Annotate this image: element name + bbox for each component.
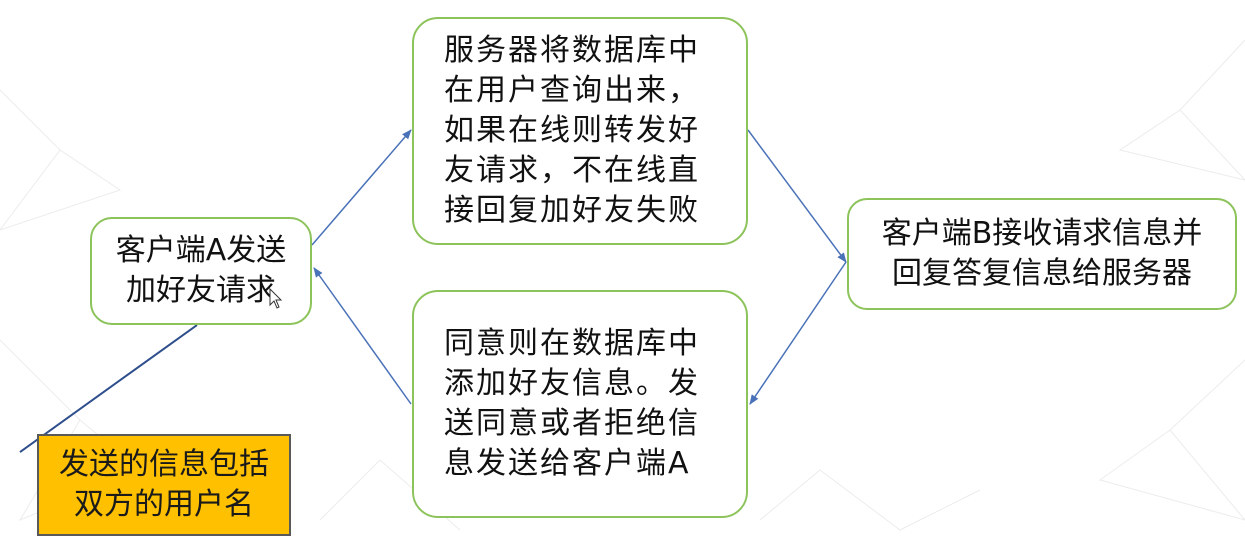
server-lookup-node: 服务器将数据库中 在用户查询出来， 如果在线则转发好 友请求，不在线直 接回复加…: [412, 17, 748, 245]
mouse-cursor-icon: [269, 288, 283, 309]
client-a-send-node: 客户端A发送 加好友请求: [90, 217, 312, 325]
server-store-node: 同意则在数据库中 添加好友信息。发 送同意或者拒绝信 息发送给客户端A: [412, 290, 748, 518]
client-b-reply-node: 客户端B接收请求信息并 回复答复信息给服务器: [847, 198, 1237, 310]
message-content-note: 发送的信息包括 双方的用户名: [37, 434, 291, 536]
